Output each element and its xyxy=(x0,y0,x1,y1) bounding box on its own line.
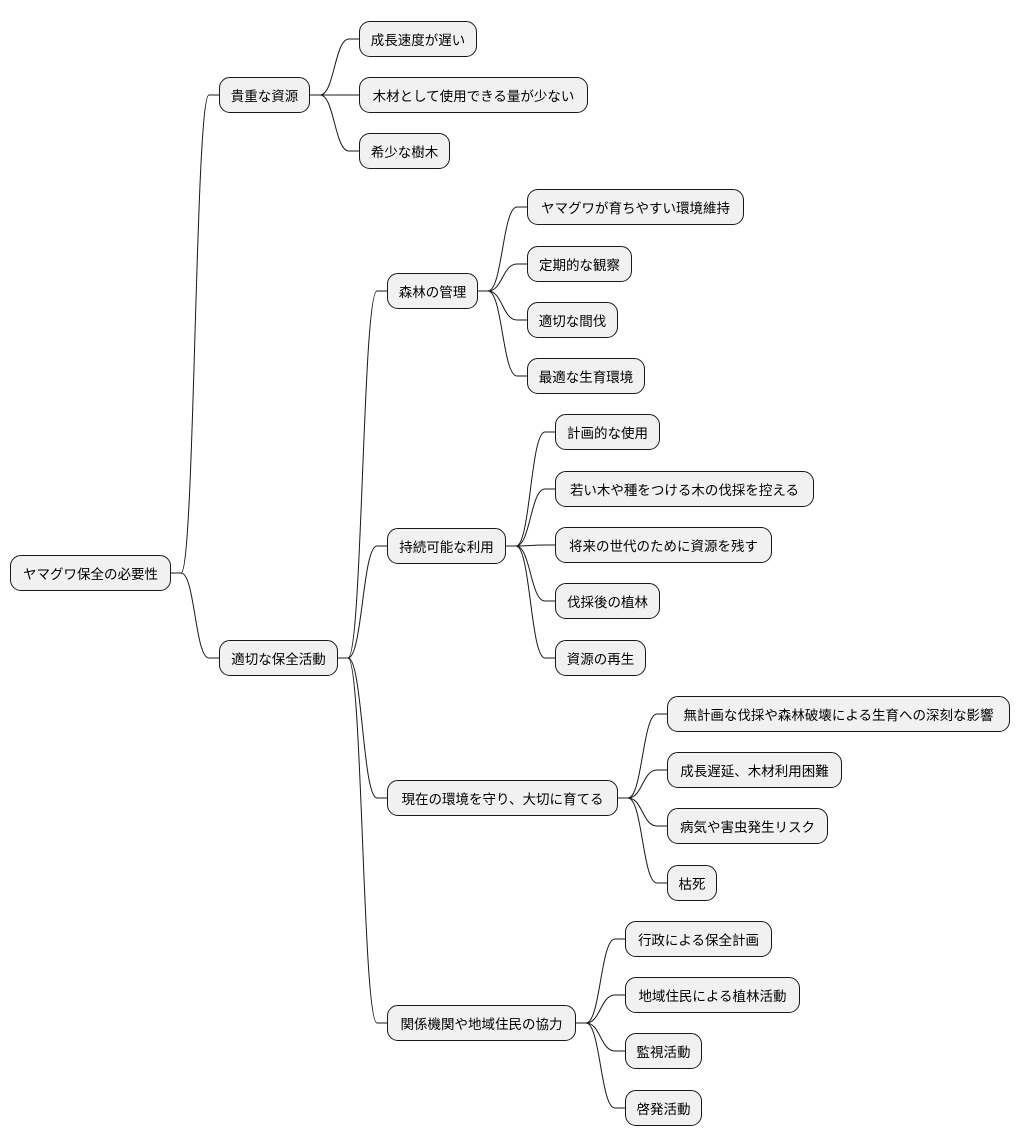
leaf-replanting: 伐採後の植林 xyxy=(555,583,660,619)
edge-branch-sustainable-use-to-leaf-resource-regeneration xyxy=(506,545,555,659)
branch-cooperation: 関係機関や地域住民の協力 xyxy=(387,1005,576,1041)
branch-sustainable-use: 持続可能な利用 xyxy=(387,528,506,564)
branch-protect-environment: 現在の環境を守り、大切に育てる xyxy=(387,780,618,816)
leaf-habitat-maintenance: ヤマグワが育ちやすい環境維持 xyxy=(527,189,744,225)
leaf-optimal-environment: 最適な生育環境 xyxy=(527,358,645,394)
leaf-slow-growth: 成長速度が遅い xyxy=(359,21,477,57)
edge-branch-sustainable-use-to-leaf-planned-use xyxy=(506,431,555,547)
leaf-withering: 枯死 xyxy=(667,865,717,901)
branch-forest-management: 森林の管理 xyxy=(387,273,478,309)
edge-branch-conservation-to-branch-cooperation xyxy=(338,657,387,1024)
branch-valuable-resource: 貴重な資源 xyxy=(219,77,310,113)
edge-branch-protect-environment-to-leaf-serious-impact xyxy=(618,713,667,799)
edge-branch-protect-environment-to-leaf-growth-delay xyxy=(618,769,667,799)
edge-branch-cooperation-to-leaf-monitoring xyxy=(576,1022,625,1052)
edge-branch-protect-environment-to-leaf-disease-risk xyxy=(618,797,667,827)
leaf-resident-planting: 地域住民による植林活動 xyxy=(625,977,800,1013)
leaf-monitoring: 監視活動 xyxy=(625,1033,702,1069)
root-node: ヤマグワ保全の必要性 xyxy=(10,555,171,591)
edge-branch-valuable-resource-to-leaf-rare-tree xyxy=(310,94,359,152)
leaf-administrative-plan: 行政による保全計画 xyxy=(625,921,772,957)
leaf-planned-use: 計画的な使用 xyxy=(555,414,660,450)
leaf-rare-tree: 希少な樹木 xyxy=(359,133,450,169)
edge-branch-cooperation-to-leaf-resident-planting xyxy=(576,994,625,1024)
branch-conservation: 適切な保全活動 xyxy=(219,640,338,676)
leaf-serious-impact: 無計画な伐採や森林破壊による生育への深刻な影響 xyxy=(667,696,1010,732)
edge-branch-conservation-to-branch-sustainable-use xyxy=(338,545,387,659)
leaf-growth-delay: 成長遅延、木材利用困難 xyxy=(667,752,842,788)
edge-branch-forest-management-to-leaf-regular-observation xyxy=(478,263,527,292)
leaf-regular-observation: 定期的な観察 xyxy=(527,246,632,282)
leaf-resource-regeneration: 資源の再生 xyxy=(555,640,646,676)
edge-branch-cooperation-to-leaf-awareness xyxy=(576,1022,625,1109)
edge-branch-conservation-to-branch-protect-environment xyxy=(338,657,387,799)
leaf-proper-thinning: 適切な間伐 xyxy=(527,302,618,338)
edge-branch-sustainable-use-to-leaf-avoid-felling-young xyxy=(506,488,555,547)
edge-branch-forest-management-to-leaf-habitat-maintenance xyxy=(478,206,527,292)
edge-branch-conservation-to-branch-forest-management xyxy=(338,290,387,659)
edge-branch-valuable-resource-to-leaf-slow-growth xyxy=(310,38,359,96)
leaf-awareness: 啓発活動 xyxy=(625,1090,702,1126)
edge-branch-protect-environment-to-leaf-withering xyxy=(618,797,667,884)
edge-branch-sustainable-use-to-leaf-replanting xyxy=(506,545,555,602)
edge-root-node-to-branch-conservation xyxy=(171,572,219,659)
leaf-little-usable-wood: 木材として使用できる量が少ない xyxy=(359,77,588,113)
edge-branch-cooperation-to-leaf-administrative-plan xyxy=(576,938,625,1024)
edge-branch-forest-management-to-leaf-optimal-environment xyxy=(478,290,527,377)
leaf-avoid-felling-young: 若い木や種をつける木の伐採を控える xyxy=(555,471,814,507)
edge-root-node-to-branch-valuable-resource xyxy=(171,94,219,574)
leaf-future-generations: 将来の世代のために資源を残す xyxy=(555,527,772,563)
leaf-disease-risk: 病気や害虫発生リスク xyxy=(667,808,828,844)
edge-branch-forest-management-to-leaf-proper-thinning xyxy=(478,290,527,321)
